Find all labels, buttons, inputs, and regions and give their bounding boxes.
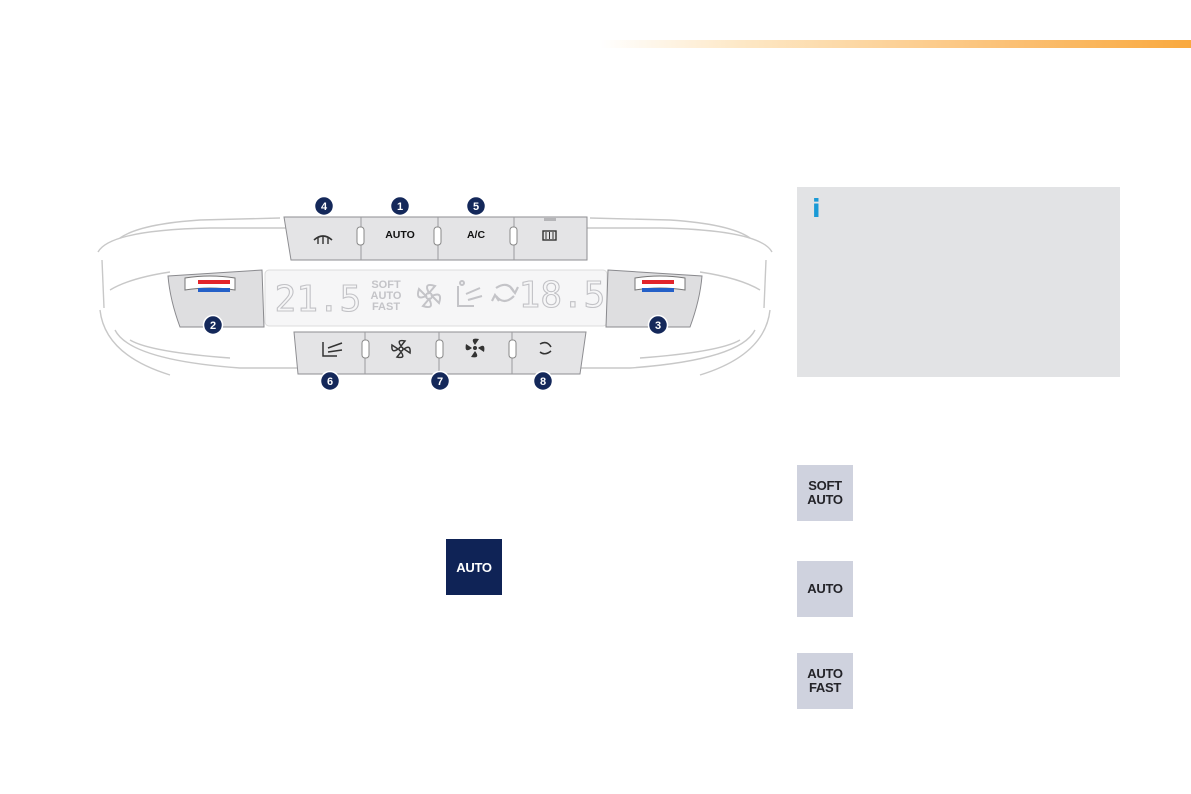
callout-circle [429,370,451,392]
info-box: i [797,187,1120,377]
display-recirculation-icon [491,283,519,303]
callout-number: 5 [473,201,479,213]
front-demist-button[interactable] [542,218,557,241]
air-distribution-icon [322,342,337,357]
callout-circle [389,195,411,217]
callout-number: 3 [655,320,661,332]
right-temperature-readout: 18.5 [519,275,606,316]
callouts: 4 1 5 2 3 6 7 8 [202,195,669,392]
mode-line-1: SOFT [808,478,842,493]
callout-number: 2 [210,320,216,332]
mode-line-2: FAST [808,680,842,695]
callout-circle [202,314,224,336]
soft-auto-mode-button: SOFT AUTO [797,465,853,521]
mode-line-1: AUTO [807,666,843,681]
callout-number: 6 [327,376,333,388]
callout-number: 8 [540,376,546,388]
callout-number: 4 [321,201,328,213]
header-accent-bar [600,40,1191,48]
climate-control-panel: AUTO A/C 21.5 18.5 SOFT AUTO FAST [97,195,773,392]
callout-circle [647,314,669,336]
recirculation-button[interactable] [539,341,552,355]
display-mode-fast: FAST [372,301,400,313]
display-mode-soft: SOFT [371,279,401,291]
callout-circle [319,370,341,392]
right-temperature-control[interactable] [605,269,703,328]
auto-button-highlight: AUTO [446,539,502,595]
mode-line-1: AUTO [807,581,843,596]
callout-circle [313,195,335,217]
display-air-distribution-icon [457,280,483,307]
fan-high-icon [473,346,477,350]
top-button-strip [283,216,588,261]
rear-demist-button[interactable] [313,235,333,244]
fan-low-button[interactable] [391,339,411,359]
callout-circle [532,370,554,392]
display-mode-auto: AUTO [371,290,402,302]
ac-button-label[interactable]: A/C [467,229,486,241]
front-screen-demist-icon [542,230,557,241]
auto-mode-button: AUTO [797,561,853,617]
callout-number: 7 [437,376,443,388]
bottom-button-strip [293,331,587,375]
auto-fast-mode-button: AUTO FAST [797,653,853,709]
display-fan-icon [416,283,442,309]
air-distribution-button[interactable] [322,342,343,357]
callout-circle [465,195,487,217]
auto-button-label[interactable]: AUTO [385,229,415,241]
left-temperature-readout: 21.5 [275,279,362,320]
callout-number: 1 [397,201,403,213]
info-icon: i [812,194,821,223]
left-temperature-control[interactable] [167,269,265,328]
fan-high-button[interactable] [465,338,485,358]
air-recirculation-icon [539,341,552,348]
mode-line-2: AUTO [807,492,843,507]
